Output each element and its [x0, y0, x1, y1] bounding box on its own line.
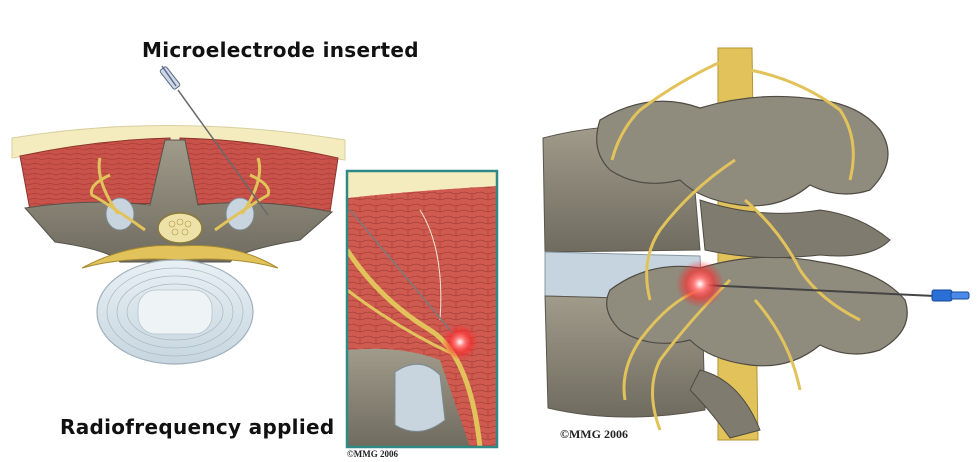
lumbar-spine-diagram	[543, 48, 969, 440]
copyright-inset-panel: ©MMG 2006	[347, 449, 398, 459]
needle-hub-3d	[932, 290, 969, 301]
disc-nucleus	[138, 290, 212, 334]
spinal-cord	[158, 213, 202, 243]
radiofrequency-glow	[676, 260, 724, 308]
label-microelectrode-inserted: Microelectrode inserted	[142, 38, 419, 62]
label-radiofrequency-applied: Radiofrequency applied	[60, 415, 334, 439]
cross-section-diagram	[12, 66, 345, 364]
inset-panel	[347, 171, 497, 447]
copyright-right-panel: ©MMG 2006	[560, 427, 628, 442]
transverse-process	[700, 200, 890, 258]
needle-hub	[159, 66, 180, 90]
